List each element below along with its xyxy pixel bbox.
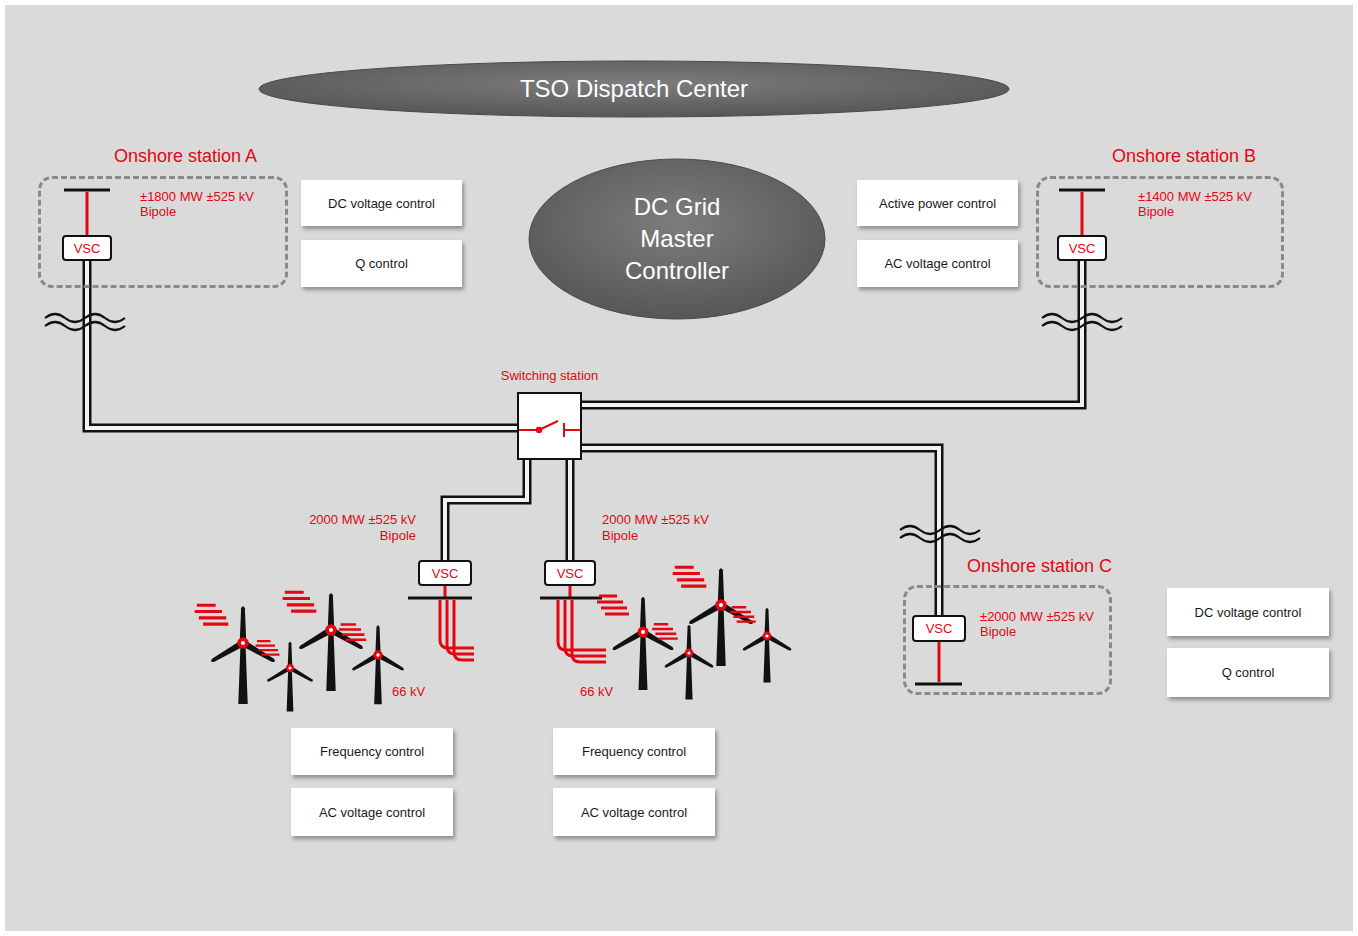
- node-label: AC voltage control: [581, 805, 687, 820]
- node-label: Q control: [1222, 665, 1275, 680]
- control-center: TSO Dispatch Center: [258, 60, 1010, 118]
- master-controller: DC Grid Master Controller: [528, 158, 826, 320]
- node-label: VSC: [74, 241, 101, 256]
- control-box: AC voltage control: [553, 788, 715, 836]
- converter-box: VSC: [544, 560, 596, 586]
- control-box: Frequency control: [553, 728, 715, 775]
- rating-text: ±1400 MW ±525 kV Bipole: [1138, 190, 1258, 220]
- converter-box: VSC: [912, 615, 966, 642]
- converter-station: Onshore station B±1400 MW ±525 kV Bipole…: [1036, 176, 1284, 288]
- node-label: Active power control: [879, 196, 996, 211]
- dc-cable: [566, 460, 575, 560]
- rating-label: 2000 MW ±525 kV Bipole: [602, 512, 722, 543]
- dc-cable-group: [582, 448, 939, 615]
- switch-symbol: [517, 392, 582, 460]
- control-box: DC voltage control: [301, 180, 462, 226]
- node-label: VSC: [1069, 241, 1096, 256]
- cable-core: [582, 448, 939, 615]
- node-label: AC voltage control: [884, 256, 990, 271]
- node-label: DC Grid Master Controller: [612, 191, 742, 287]
- node-label: AC voltage control: [319, 805, 425, 820]
- node-label: DC voltage control: [1195, 605, 1302, 620]
- control-box: AC voltage control: [291, 788, 453, 836]
- voltage-label: 66 kV: [392, 684, 442, 700]
- rating-text: ±2000 MW ±525 kV Bipole: [980, 610, 1100, 640]
- voltage-label: 66 kV: [580, 684, 630, 700]
- station-name: Switching station: [479, 368, 620, 383]
- dc-cable: [445, 460, 527, 560]
- node-label: Q control: [355, 256, 408, 271]
- station-name: Onshore station C: [967, 556, 1112, 577]
- control-box: AC voltage control: [857, 240, 1018, 287]
- converter-box: VSC: [418, 560, 472, 586]
- control-box: Q control: [1167, 648, 1329, 697]
- node-label: Frequency control: [582, 744, 686, 759]
- node-label: DC voltage control: [328, 196, 435, 211]
- node-label: Frequency control: [320, 744, 424, 759]
- control-box: Active power control: [857, 180, 1018, 226]
- converter-station: Onshore station A±1800 MW ±525 kV Bipole…: [38, 176, 288, 288]
- array-cable: [440, 600, 606, 662]
- rating-text: ±1800 MW ±525 kV Bipole: [140, 190, 260, 220]
- control-box: Frequency control: [291, 728, 453, 775]
- station-name: Onshore station A: [114, 146, 257, 167]
- rating-label: 2000 MW ±525 kV Bipole: [296, 512, 416, 543]
- dc-cable-group: [445, 460, 527, 560]
- node-label: TSO Dispatch Center: [520, 75, 748, 103]
- node-label: VSC: [432, 566, 459, 581]
- converter-box: VSC: [62, 235, 112, 261]
- cable-core: [568, 460, 572, 560]
- station-name: Onshore station B: [1112, 146, 1256, 167]
- dc-cable-group: [570, 460, 571, 560]
- cable-core: [445, 460, 527, 560]
- dc-cable: [582, 448, 939, 615]
- converter-station: Onshore station C±2000 MW ±525 kV Bipole…: [903, 585, 1112, 695]
- node-label: VSC: [926, 621, 953, 636]
- node-label: VSC: [557, 566, 584, 581]
- wind-turbine: [195, 567, 793, 711]
- sea-symbol: [45, 314, 1122, 542]
- switching-station: Switching station: [517, 392, 582, 460]
- converter-box: VSC: [1057, 235, 1107, 261]
- control-box: DC voltage control: [1167, 588, 1329, 636]
- control-box: Q control: [301, 240, 462, 287]
